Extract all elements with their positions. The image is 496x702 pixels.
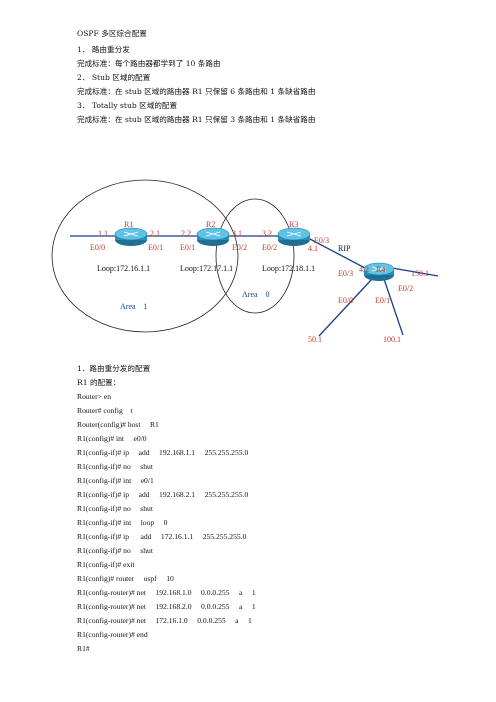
addr-bottom-right: 100.1 <box>383 335 401 344</box>
section1-sub: R1 的配置： <box>77 378 121 387</box>
addr-r3-right: 4.1 <box>308 244 318 253</box>
header-item-6: 完成标准：在 stub 区域的路由器 R1 只保留 3 条路由和 1 条缺省路由 <box>77 115 316 124</box>
config-line: R1(config)# router ospf 10 <box>77 574 174 583</box>
router-r4-icon <box>363 262 395 281</box>
loop-r1: Loop:172.16.1.1 <box>97 264 150 273</box>
config-line: R1(config)# int e0/0 <box>77 434 147 443</box>
config-line: R1(config-if)# ip add 192.168.1.1 255.25… <box>77 448 249 457</box>
config-line: R1(config-if)# int e0/1 <box>77 476 154 485</box>
header-item-4: 完成标准：在 stub 区域的路由器 R1 只保留 6 条路由和 1 条缺省路由 <box>77 87 316 96</box>
area-0-label: Area 0 <box>242 290 270 299</box>
router-r1-label: R1 <box>124 220 133 229</box>
link-r4-bottom-left <box>318 278 373 337</box>
config-line: R1(config-if)# ip add 192.168.2.1 255.25… <box>77 490 249 499</box>
addr-r4-right: 150.1 <box>411 269 429 278</box>
addr-r3-left: 3.2 <box>262 229 272 238</box>
if-r1-e01: E0/1 <box>148 243 163 252</box>
rip-label: RIP <box>338 244 351 253</box>
router-r2-label: R2 <box>206 220 215 229</box>
addr-r2-right: 3.1 <box>232 229 242 238</box>
addr-r1-right: 2.1 <box>150 229 160 238</box>
area-1-label: Area 1 <box>120 302 148 311</box>
router-r1-icon <box>114 227 148 246</box>
if-r2-e02: E0/2 <box>232 243 247 252</box>
config-line: R1(config-if)# no shut <box>77 546 153 555</box>
section1-heading: 1．路由重分发的配置 <box>77 364 151 373</box>
addr-bottom-left: 50.1 <box>308 335 322 344</box>
addr-r4-left: 4.2 <box>359 265 369 274</box>
config-line: Router(config)# host R1 <box>77 420 159 429</box>
header-item-3: 2． Stub 区域的配置 <box>77 73 151 82</box>
config-line: R1(config-router)# net 192.168.1.0 0.0.0… <box>77 588 256 597</box>
config-line: R1(config-if)# int loop 0 <box>77 518 168 527</box>
router-r2-icon <box>196 227 230 246</box>
header-item-2: 完成标准：每个路由器都学到了 10 条路由 <box>77 59 221 68</box>
if-r4-e00: E0/0 <box>338 296 353 305</box>
link-r3-r4 <box>307 237 366 269</box>
config-line: R1(config-router)# net 192.168.2.0 0.0.0… <box>77 602 256 611</box>
config-line: R1(config-if)# no shut <box>77 462 153 471</box>
config-line: Router# config t <box>77 406 133 415</box>
if-r4-e03: E0/3 <box>338 269 353 278</box>
doc-title: OSPF 多区综合配置 <box>77 29 147 38</box>
addr-r2-left: 2.2 <box>181 229 191 238</box>
config-line: R1(config-if)# exit <box>77 560 135 569</box>
config-line: R1(config-if)# ip add 172.16.1.1 255.255… <box>77 532 247 541</box>
if-r4-e02: E0/2 <box>398 284 413 293</box>
config-line: Router> en <box>77 392 112 401</box>
config-line: R1(config-router)# net 172.16.1.0 0.0.0.… <box>77 616 252 625</box>
if-r3-e03: E0/3 <box>314 236 329 245</box>
area-0-boundary <box>215 198 295 314</box>
loop-r3: Loop:172.18.1.1 <box>262 264 315 273</box>
area-1-boundary <box>51 179 239 333</box>
header-item-1: 1． 路由重分发 <box>77 45 130 54</box>
loop-r2: Loop:172.17.1.1 <box>180 264 233 273</box>
addr-r1-left: 1.1 <box>98 229 108 238</box>
if-r3-e02: E0/2 <box>262 243 277 252</box>
link-r4-bottom-right <box>383 278 404 336</box>
router-r4-label: R4 <box>376 265 385 274</box>
link-r4-right <box>391 267 439 277</box>
if-r4-e01: E0/1 <box>375 296 390 305</box>
config-line: R1# <box>77 644 90 653</box>
router-r3-label: R3 <box>289 220 298 229</box>
header-item-5: 3． Totally stub 区域的配置 <box>77 101 178 110</box>
if-r1-e00: E0/0 <box>90 243 105 252</box>
if-r2-e01: E0/1 <box>180 243 195 252</box>
config-line: R1(config-router)# end <box>77 630 148 639</box>
config-line: R1(config-if)# no shut <box>77 504 153 513</box>
router-r3-icon <box>277 227 311 246</box>
